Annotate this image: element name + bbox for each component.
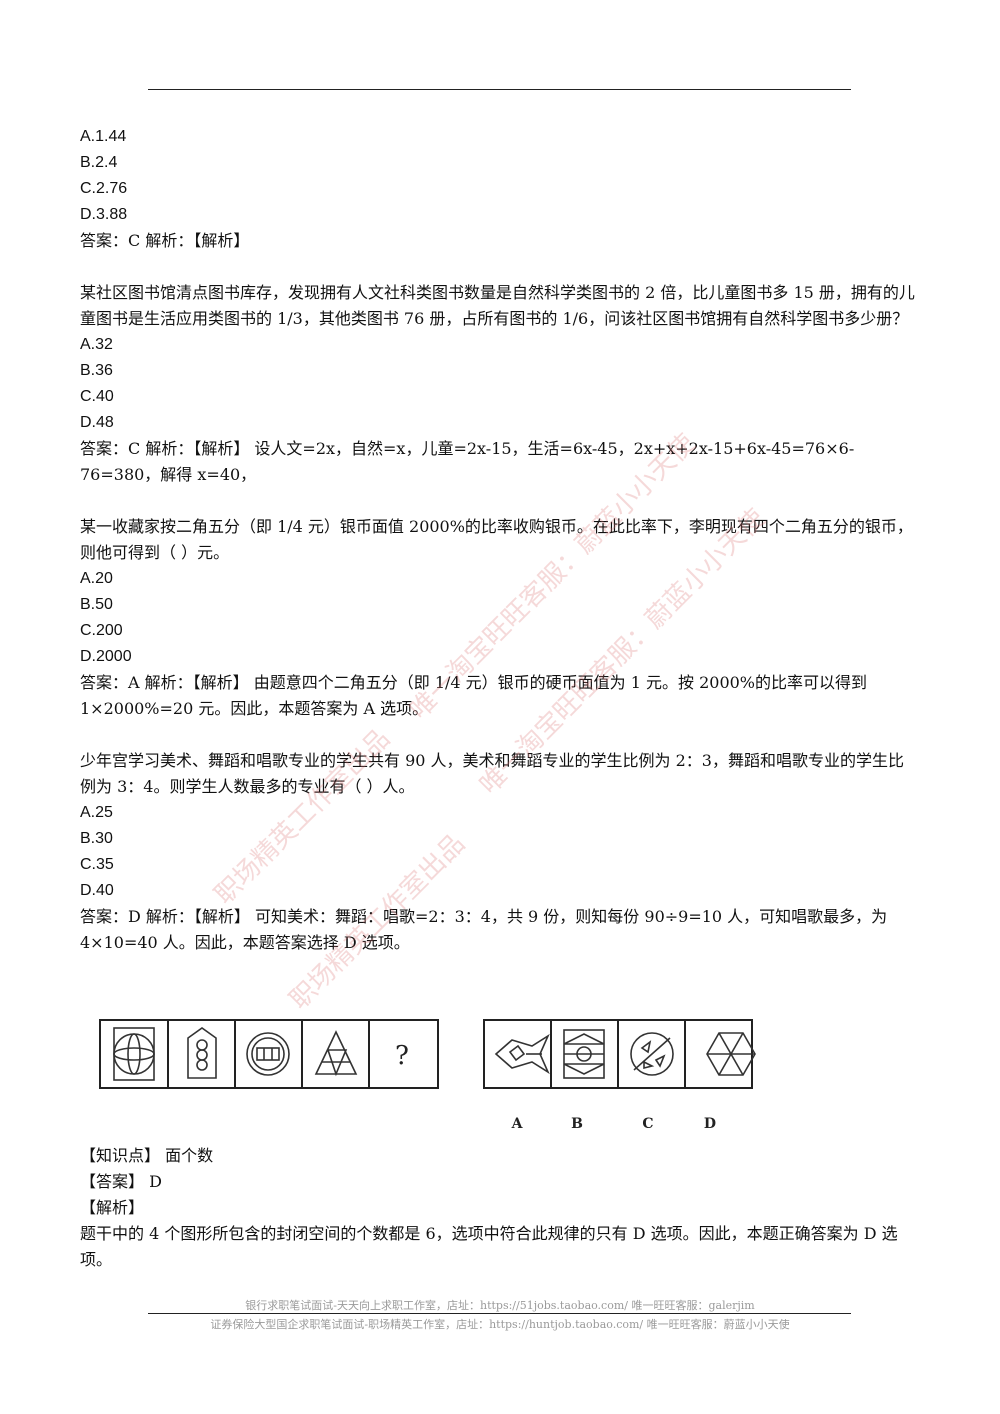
option-c: C.40	[80, 388, 114, 405]
figure-label-c: C	[642, 1116, 653, 1132]
figure-puzzle: ? A B C D	[96, 1016, 766, 1134]
answer-line: 答案：C 解析：【解析】	[80, 231, 250, 250]
stem-figure-2	[187, 1027, 217, 1079]
answer-line: 答案：D 解析：【解析】 可知美术：舞蹈：唱歌=2：3：4，共 9 份，则知每份…	[80, 907, 888, 952]
analysis-label: 【解析】	[80, 1198, 145, 1217]
header-rule	[148, 89, 851, 90]
option-d: D.48	[80, 414, 114, 431]
answer-line: 答案：C 解析：【解析】 设人文=2x，自然=x，儿童=2x-15，生活=6x-…	[80, 439, 855, 484]
analysis-text: 题干中的 4 个图形所包含的封闭空间的个数都是 6，选项中符合此规律的只有 D …	[80, 1224, 898, 1269]
option-b: B.36	[80, 362, 113, 379]
option-a: A.25	[80, 804, 113, 821]
option-d: D.3.88	[80, 206, 128, 223]
stem-figure-3	[246, 1032, 290, 1076]
option-b: B.2.4	[80, 154, 118, 171]
question-mark: ?	[395, 1041, 409, 1071]
footer-line-1: 银行求职笔试面试-天天向上求职工作室，店址：https://51jobs.tao…	[245, 1299, 755, 1312]
stem-figure-4	[314, 1030, 358, 1077]
document-body: A.1.44 B.2.4 C.2.76 D.3.88 答案：C 解析：【解析】 …	[80, 124, 916, 956]
footer-line-2: 证券保险大型国企求职笔试面试-职场精英工作室，店址：https://huntjo…	[210, 1318, 790, 1331]
option-c: C.35	[80, 856, 114, 873]
option-b: B.50	[80, 596, 113, 613]
figure-label-b: B	[571, 1116, 583, 1132]
figure-label-a: A	[511, 1116, 524, 1132]
option-c: C.200	[80, 622, 123, 639]
option-a: A.20	[80, 570, 113, 587]
option-c: C.2.76	[80, 180, 128, 197]
option-figure-d	[706, 1032, 756, 1076]
answer-line: 答案：A 解析：【解析】 由题意四个二角五分（即 1/4 元）银币的硬币面值为 …	[80, 673, 868, 718]
knowledge-point: 【知识点】 面个数	[80, 1146, 214, 1165]
option-figure-c	[630, 1032, 674, 1076]
question-stem: 某一收藏家按二角五分（即 1/4 元）银币面值 2000%的比率收购银币。在此比…	[80, 517, 913, 562]
option-a: A.1.44	[80, 128, 127, 145]
question-5-text: 【知识点】 面个数 【答案】 D 【解析】 题干中的 4 个图形所包含的封闭空间…	[80, 1143, 916, 1273]
option-d: D.2000	[80, 648, 132, 665]
option-d: D.40	[80, 882, 114, 899]
figure-label-d: D	[704, 1116, 716, 1132]
answer-line: 【答案】 D	[80, 1172, 162, 1191]
option-b: B.30	[80, 830, 113, 847]
figure-puzzle-svg: ? A B C D	[99, 1019, 756, 1132]
stem-figure-1	[113, 1027, 155, 1081]
question-stem: 少年宫学习美术、舞蹈和唱歌专业的学生共有 90 人，美术和舞蹈专业的学生比例为 …	[80, 751, 904, 796]
footer-rule	[148, 1313, 851, 1314]
option-figure-b	[563, 1029, 605, 1079]
option-figure-a	[494, 1033, 550, 1075]
option-a: A.32	[80, 336, 113, 353]
stem-frame	[99, 1019, 439, 1089]
question-stem: 某社区图书馆清点图书库存，发现拥有人文社科类图书数量是自然科学类图书的 2 倍，…	[80, 283, 915, 328]
